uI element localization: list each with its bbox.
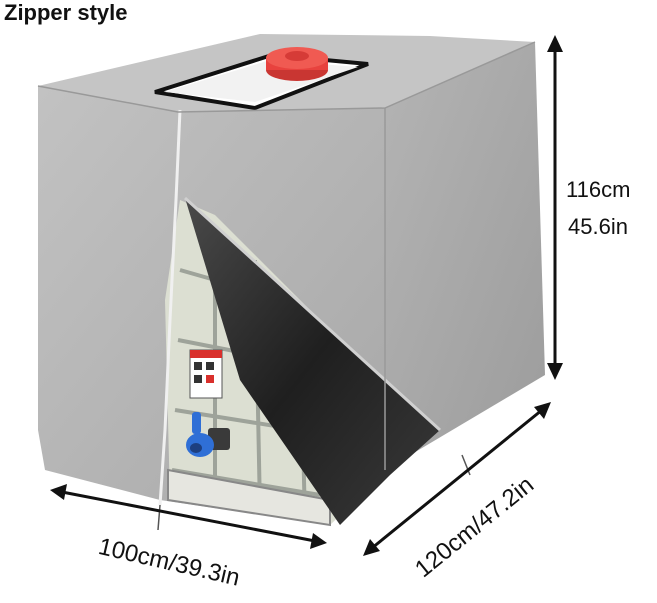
style-title: Zipper style (4, 0, 128, 25)
depth-arrow (363, 402, 551, 556)
height-arrow (547, 35, 563, 380)
warning-label (189, 349, 223, 399)
tank-pallet (167, 468, 331, 527)
width-arrow (50, 484, 327, 549)
cover-flap-open (185, 198, 440, 525)
tank-cap (266, 47, 328, 81)
zipper-line (158, 109, 182, 506)
height-in-label: 45.6in (568, 214, 628, 239)
cover-side-panel (385, 42, 545, 470)
height-cm-label: 116cm (566, 177, 631, 202)
valve (186, 412, 230, 457)
